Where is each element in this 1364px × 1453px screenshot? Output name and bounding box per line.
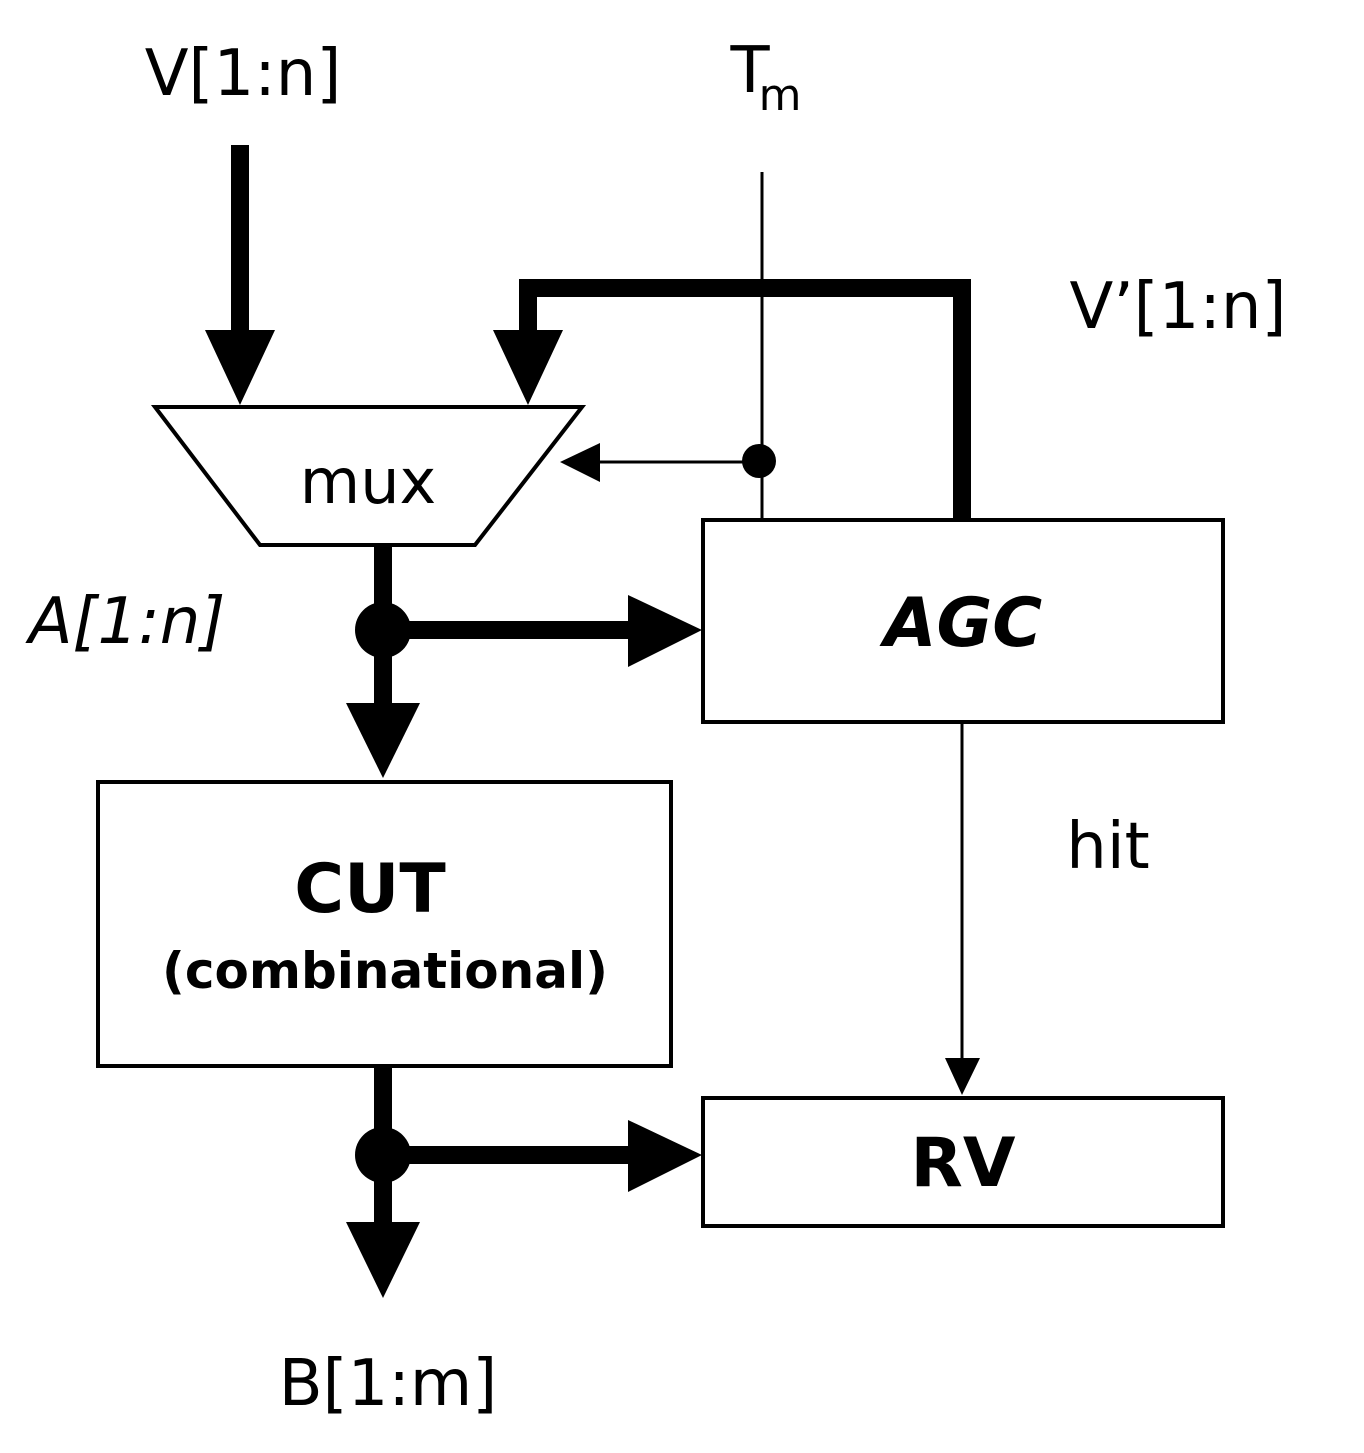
- v-input-arrow: [205, 330, 275, 405]
- v-prime-label: V’[1:n]: [1070, 270, 1287, 344]
- hit-arrow: [945, 1058, 980, 1095]
- agc-label: AGC: [879, 584, 1042, 663]
- a-to-agc-arrow: [628, 595, 702, 667]
- a-bus-label: A[1:n]: [25, 585, 226, 659]
- rv-label: RV: [911, 1124, 1016, 1203]
- v-prime-arrow: [493, 330, 563, 405]
- cut-title: CUT: [294, 850, 446, 929]
- tm-junction-dot: [742, 444, 776, 478]
- rv-block: RV: [701, 1096, 1225, 1228]
- junctions: [355, 444, 776, 1183]
- a-junction-dot: [355, 602, 411, 658]
- v-input-label: V[1:n]: [145, 37, 342, 111]
- mux-label: mux: [300, 445, 436, 518]
- rv-rect: [701, 1096, 1225, 1228]
- agc-block: AGC: [701, 518, 1225, 724]
- arrowheads: [205, 330, 980, 1298]
- b-to-rv-arrow: [628, 1120, 702, 1192]
- b-junction-dot: [355, 1127, 411, 1183]
- tm-select-arrow: [560, 443, 600, 482]
- signal-labels: V[1:n] T m V’[1:n] A[1:n] hit B[1:m]: [25, 34, 1287, 1421]
- mux-trapezoid: [150, 405, 587, 547]
- tm-label: T: [729, 34, 770, 108]
- mux-block: mux: [150, 405, 587, 547]
- cut-subtitle: (combinational): [162, 942, 608, 1000]
- cut-rect: [96, 780, 673, 1068]
- b-output-label: B[1:m]: [279, 1347, 497, 1421]
- a-to-cut-arrow: [346, 703, 420, 778]
- tm-subscript: m: [759, 70, 802, 121]
- agc-rect: [701, 518, 1225, 724]
- hit-label: hit: [1066, 810, 1149, 884]
- v-prime-feedback-bus: [519, 279, 971, 520]
- cut-block: CUT (combinational): [96, 780, 673, 1068]
- b-output-arrow: [346, 1222, 420, 1298]
